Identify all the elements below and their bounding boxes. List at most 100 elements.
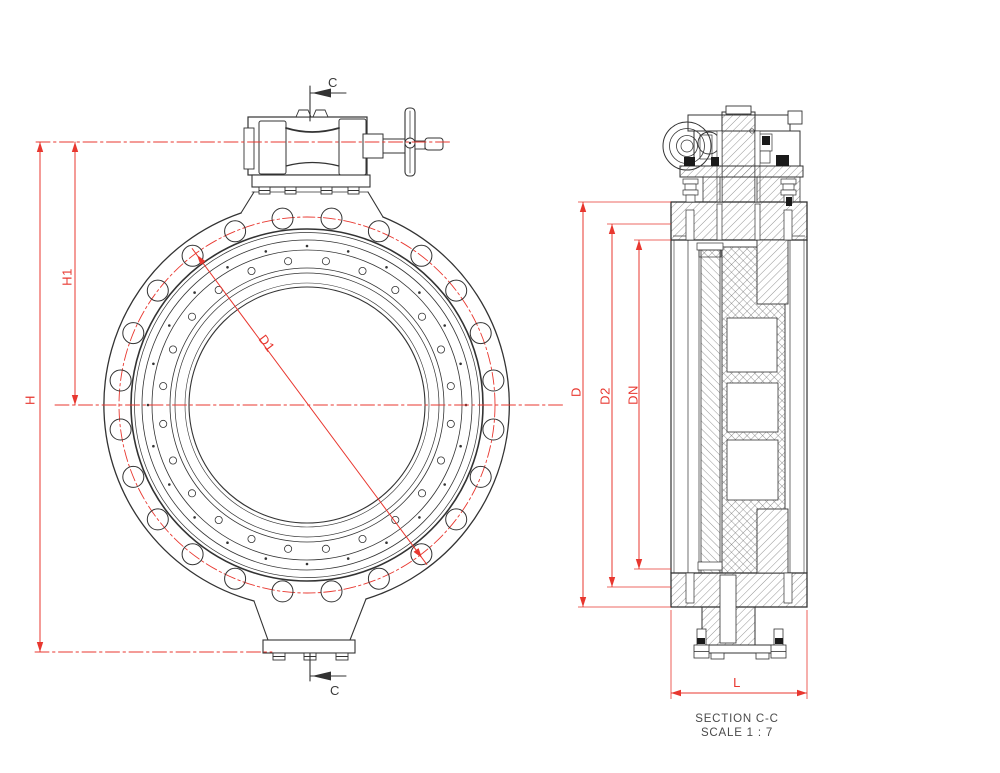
- section-marker-bottom-label: C: [330, 683, 340, 698]
- flange-hole: [417, 489, 426, 498]
- flange-hole: [305, 244, 309, 248]
- flange-hole: [417, 312, 426, 321]
- stem-assembly: [662, 105, 804, 206]
- bottom-cover-assembly: [693, 574, 787, 660]
- shaft-window: [726, 317, 778, 373]
- shaft-window: [726, 382, 779, 433]
- flange-hole: [469, 465, 492, 488]
- seat-liner: [700, 246, 721, 574]
- flange-hole: [152, 362, 155, 366]
- flange-hole: [320, 580, 343, 603]
- flange-hole: [410, 244, 433, 267]
- flange-hole: [168, 324, 171, 327]
- bottom-trunnion: [253, 598, 367, 661]
- section-arrow: [312, 671, 331, 681]
- bottom-cover-plate: [696, 644, 784, 654]
- gear-actuator: [243, 107, 444, 195]
- shaft-cap: [725, 105, 752, 115]
- flange-hole: [358, 266, 367, 275]
- dim-d1: D1: [191, 248, 428, 565]
- dim-d1-label: D1: [256, 332, 279, 355]
- flange-hole: [168, 345, 177, 354]
- cover-bolt: [693, 628, 787, 659]
- flange-hole: [367, 220, 390, 243]
- dim-d2: D2: [597, 223, 671, 588]
- flange-hole: [264, 557, 268, 560]
- flange-hole: [146, 403, 150, 407]
- flange-hole: [482, 418, 505, 441]
- dim-h1: H1: [59, 141, 79, 406]
- band-slots: [685, 203, 793, 604]
- section-scale: SCALE 1 : 7: [701, 727, 773, 739]
- flange-hole: [346, 250, 350, 253]
- flange-hole: [122, 322, 145, 345]
- top-neck: [240, 191, 384, 218]
- section-marker-bottom: C: [309, 652, 347, 698]
- flange-hole: [159, 382, 168, 391]
- flange-hole: [367, 567, 390, 590]
- flange-hole: [321, 257, 330, 266]
- shaft-window: [726, 439, 779, 501]
- flange-circles: [103, 212, 510, 602]
- flange-hole: [320, 207, 343, 230]
- flange-hole: [159, 419, 168, 428]
- flange-hole: [482, 369, 505, 392]
- flange-hole: [187, 489, 196, 498]
- section-title: SECTION C-C: [695, 713, 779, 725]
- flange-hole: [410, 543, 433, 566]
- flange-hole: [224, 567, 247, 590]
- section-view: D D2 DN L SECTION C-C S: [568, 105, 808, 739]
- dim-l-label: L: [733, 675, 741, 690]
- flange-hole: [391, 516, 400, 525]
- flange-hole: [443, 324, 447, 327]
- dim-l: L: [670, 610, 808, 699]
- flange-hole: [284, 257, 293, 266]
- actuator-end-cap: [243, 127, 255, 170]
- flange-hole: [346, 557, 350, 560]
- disc-and-shaft: [696, 239, 789, 574]
- flange-hole: [321, 544, 330, 553]
- dim-h-label: H: [22, 395, 37, 405]
- flange-hole: [385, 541, 388, 544]
- flange-hole: [168, 483, 171, 486]
- valve-shaft: [721, 111, 756, 203]
- flange-hole: [193, 291, 196, 294]
- flange-hole: [271, 580, 294, 603]
- flange-hole: [214, 285, 223, 294]
- section-marker-top: C: [309, 75, 347, 122]
- flange-hole: [418, 516, 421, 519]
- flange-hole: [358, 535, 367, 544]
- flange-hole: [459, 362, 462, 366]
- flange-hole: [181, 244, 204, 267]
- bolt-holes: [109, 207, 505, 603]
- bolt-circle-centerline: [118, 216, 496, 594]
- actuator-top-tab: [295, 109, 312, 118]
- mount-bolts: [258, 186, 360, 195]
- flange-hole: [446, 419, 455, 428]
- centerlines: [34, 141, 567, 653]
- flange-hole: [146, 508, 169, 531]
- front-view: H H1 D1 C C: [22, 75, 567, 698]
- flange-hole: [122, 465, 145, 488]
- gland-flange: [679, 165, 804, 178]
- flange-hole: [385, 266, 388, 269]
- section-arrow: [312, 88, 331, 98]
- flange-hole: [445, 508, 468, 531]
- actuator-mount-plate: [251, 174, 371, 188]
- flange-hole: [226, 266, 229, 269]
- flange-hole: [214, 516, 223, 525]
- flange-hole: [187, 312, 196, 321]
- flange-hole: [271, 207, 294, 230]
- dim-dn: DN: [625, 239, 671, 570]
- flange-hole: [305, 562, 309, 566]
- flange-hole: [469, 322, 492, 345]
- flange-hole: [418, 291, 421, 294]
- actuator-top-tab: [312, 109, 329, 118]
- seal-ring: [684, 136, 792, 206]
- dim-dn-label: DN: [625, 385, 640, 405]
- flange-hole: [109, 369, 132, 392]
- section-marker-top-label: C: [328, 75, 338, 90]
- flange-hole: [226, 541, 229, 544]
